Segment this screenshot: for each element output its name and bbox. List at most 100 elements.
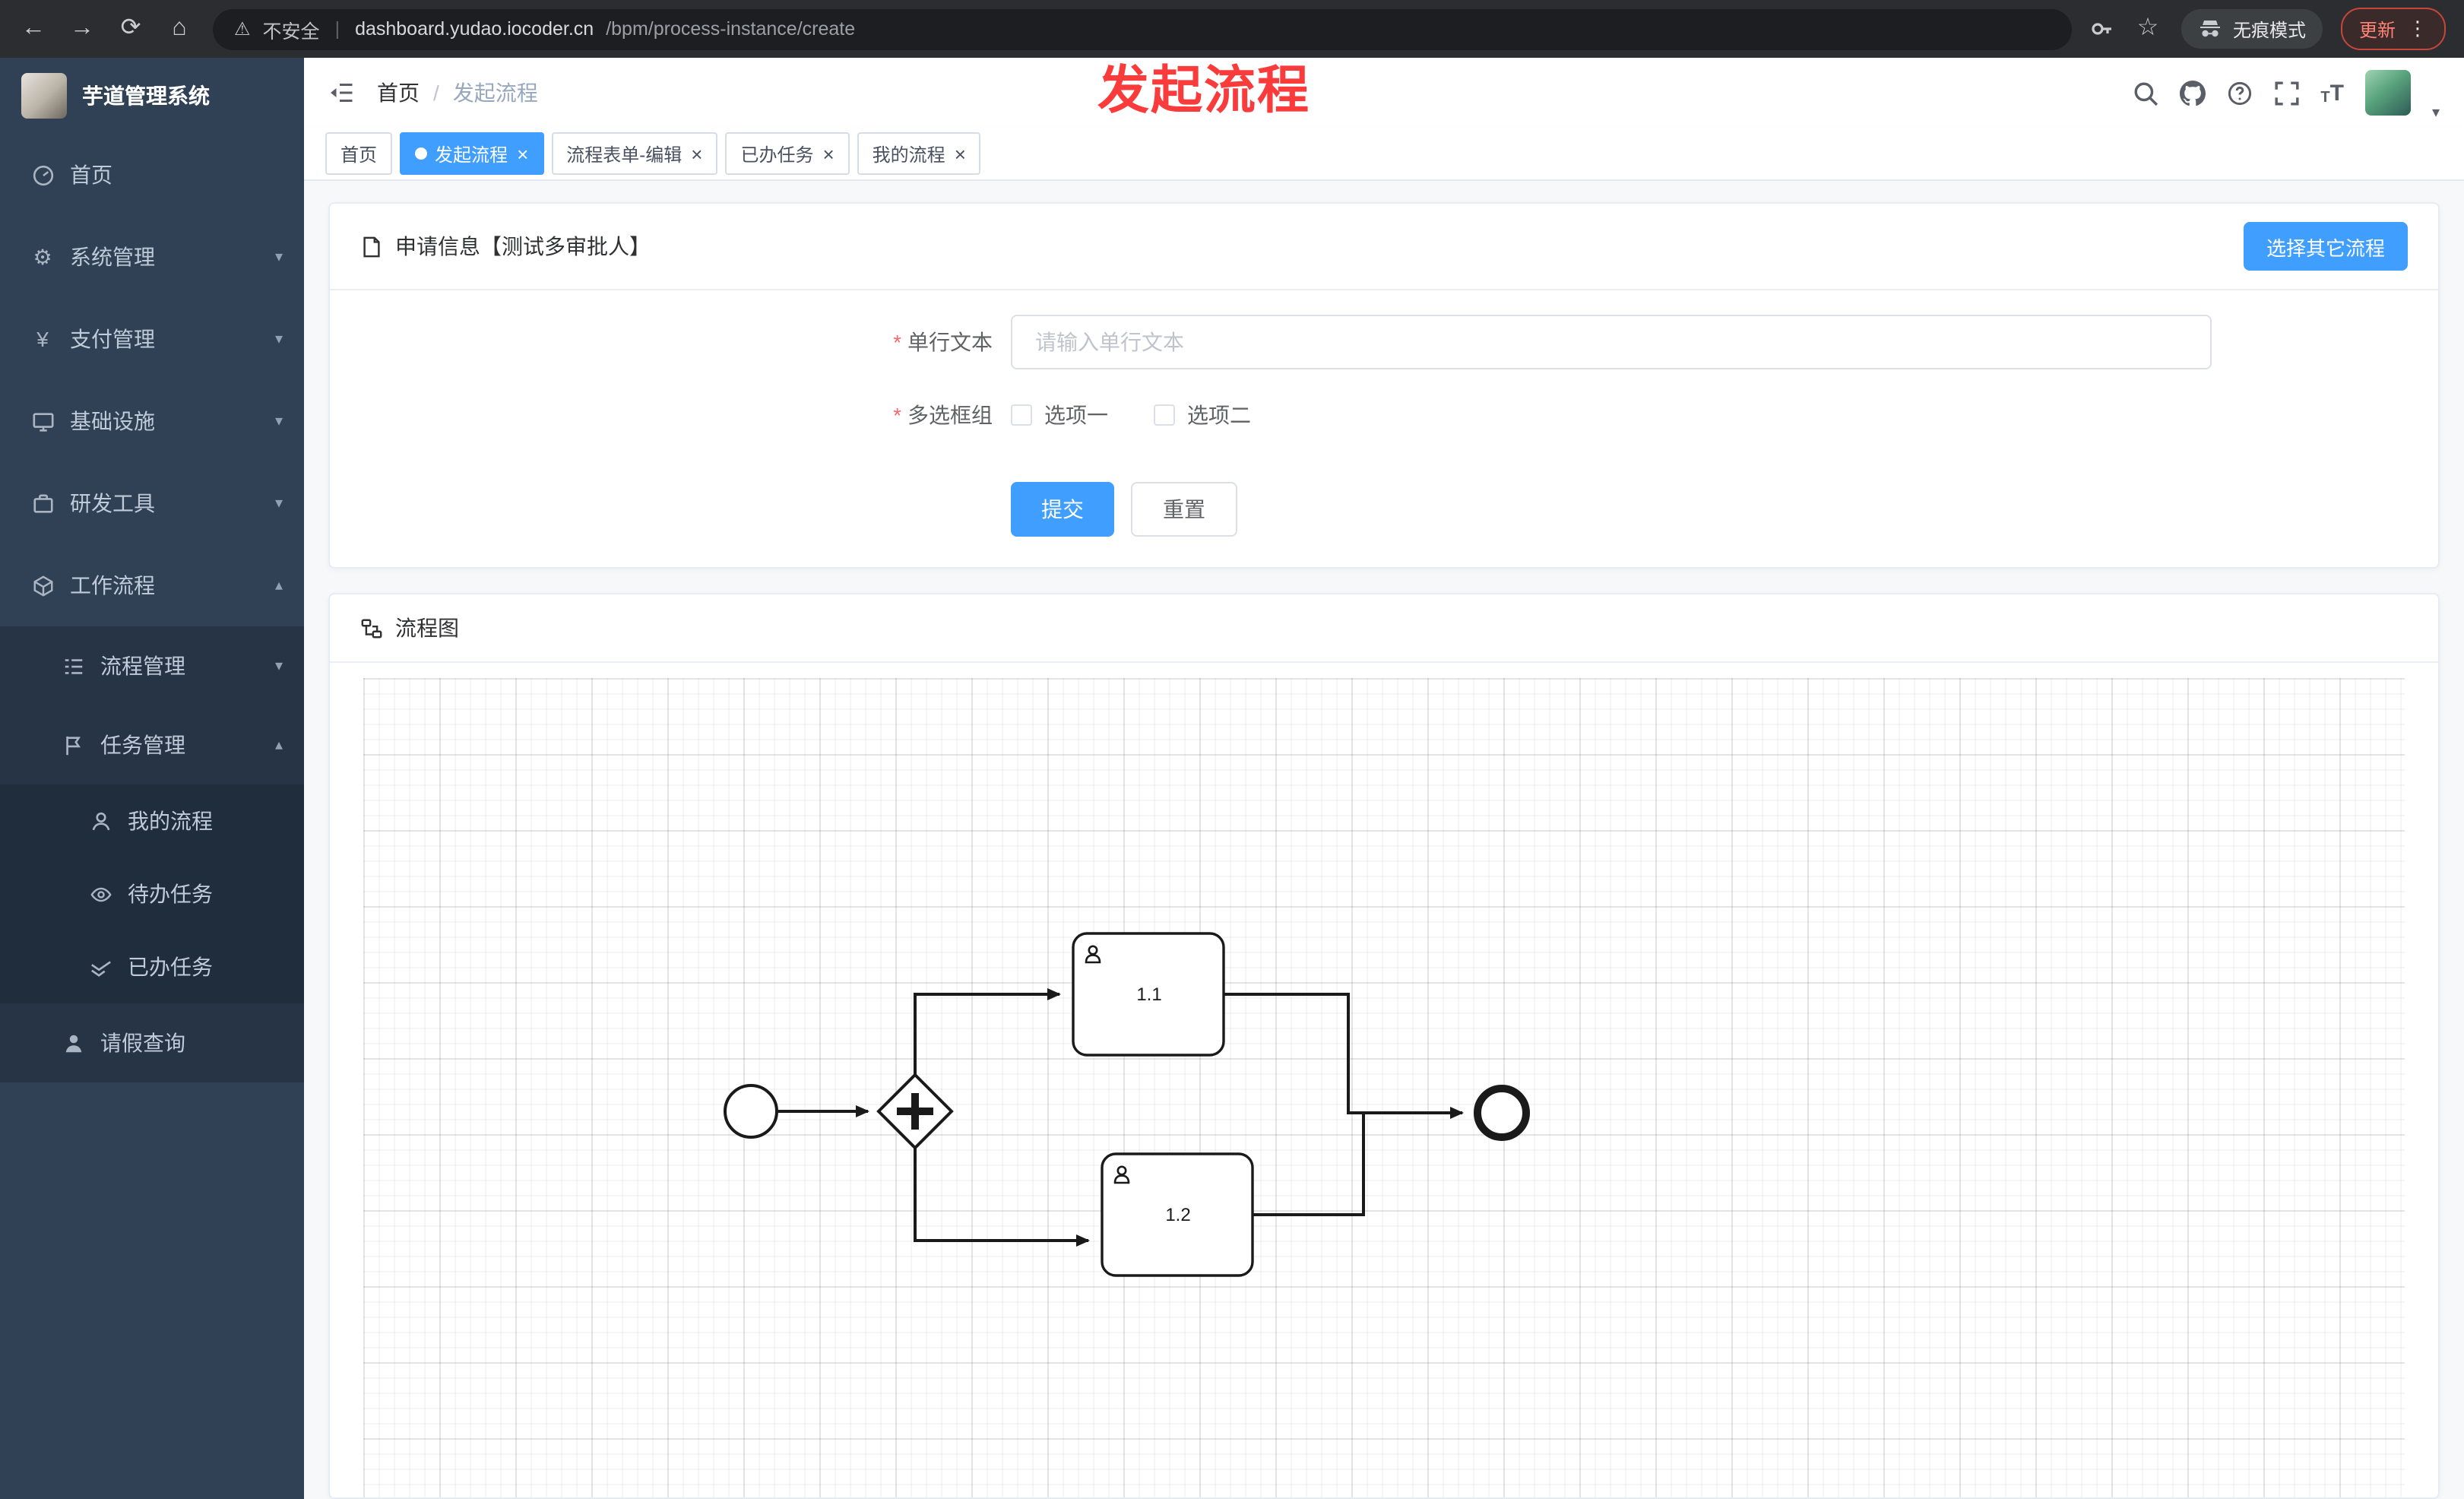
sidebar-item-process-management[interactable]: 流程管理 ▾ (0, 626, 304, 705)
sidebar-item-my-processes[interactable]: 我的流程 (0, 784, 304, 857)
tab-my-processes[interactable]: 我的流程 × (857, 132, 981, 175)
task-label: 1.2 (1165, 1205, 1190, 1225)
required-asterisk: * (893, 403, 901, 427)
checkbox-icon (1154, 404, 1175, 426)
list-icon (61, 654, 85, 678)
form-buttons-row: 提交 重置 (330, 482, 2438, 537)
tab-home[interactable]: 首页 (325, 132, 393, 175)
task-label: 1.1 (1136, 984, 1161, 1005)
apply-info-card-header: 申请信息【测试多审批人】 选择其它流程 (330, 204, 2438, 290)
security-label: 不安全 (262, 21, 320, 42)
breadcrumb-home[interactable]: 首页 (377, 81, 420, 105)
bpmn-user-task-2[interactable]: 1.2 (1101, 1152, 1254, 1277)
apply-form: *单行文本 *多选框组 选项一 (330, 290, 2438, 567)
sidebar-item-pending-tasks[interactable]: 待办任务 (0, 857, 304, 930)
user-task-icon (1085, 945, 1101, 964)
close-tab-icon[interactable]: × (822, 142, 835, 165)
breadcrumb: 首页 / 发起流程 (377, 78, 538, 108)
chevron-down-icon: ▾ (274, 249, 283, 265)
bpmn-end-event[interactable] (1474, 1085, 1530, 1141)
chevron-down-icon: ▾ (274, 413, 283, 429)
sidebar-item-system[interactable]: ⚙ 系统管理 ▾ (0, 216, 304, 298)
help-icon[interactable] (2226, 80, 2252, 106)
github-icon[interactable] (2179, 80, 2206, 106)
home-icon[interactable]: ⌂ (172, 15, 187, 41)
sidebar-item-dev-tools[interactable]: 研发工具 ▾ (0, 462, 304, 544)
workflow-submenu: 流程管理 ▾ 任务管理 ▴ 我的流程 待办任务 (0, 626, 304, 1082)
url-host: dashboard.yudao.iocoder.cn (355, 18, 594, 40)
single-line-text-input[interactable] (1011, 315, 2212, 369)
sidebar-item-task-management[interactable]: 任务管理 ▴ (0, 705, 304, 784)
apply-info-card: 申请信息【测试多审批人】 选择其它流程 *单行文本 *多选框组 (328, 202, 2440, 569)
logo-row[interactable]: 芋道管理系统 (0, 58, 304, 134)
tab-create-process[interactable]: 发起流程 × (400, 132, 544, 175)
search-icon[interactable] (2132, 80, 2158, 106)
checkbox-icon (1011, 404, 1032, 426)
sidebar-fold-icon[interactable] (328, 79, 356, 106)
chevron-down-icon: ▾ (274, 331, 283, 347)
bpmn-user-task-1[interactable]: 1.1 (1072, 932, 1225, 1057)
page-content: 申请信息【测试多审批人】 选择其它流程 *单行文本 *多选框组 (304, 181, 2464, 1499)
kebab-menu-icon[interactable]: ⋮ (2408, 17, 2428, 40)
gear-icon: ⚙ (33, 245, 52, 269)
process-diagram-header: 流程图 (330, 594, 2438, 663)
eye-icon (88, 882, 112, 906)
process-diagram-card: 流程图 (328, 593, 2440, 1499)
avatar-caret-icon[interactable]: ▾ (2431, 105, 2440, 122)
page-annotation: 发起流程 (1097, 62, 1310, 120)
submit-button[interactable]: 提交 (1011, 482, 1114, 537)
close-tab-icon[interactable]: × (517, 142, 529, 165)
flag-icon (61, 733, 85, 757)
sidebar-item-payment[interactable]: ¥ 支付管理 ▾ (0, 298, 304, 380)
yen-icon: ¥ (36, 327, 49, 351)
checkbox-group: 选项一 选项二 (1011, 400, 1251, 430)
text-field-label: *单行文本 (893, 330, 993, 354)
fullscreen-icon[interactable] (2273, 80, 2299, 106)
close-tab-icon[interactable]: × (691, 142, 703, 165)
back-icon[interactable]: ← (21, 15, 46, 41)
monitor-icon (30, 409, 55, 433)
sidebar-item-workflow[interactable]: 工作流程 ▴ (0, 544, 304, 626)
sidebar-item-leave-query[interactable]: 请假查询 (0, 1003, 304, 1082)
breadcrumb-separator: / (433, 81, 439, 105)
checkbox-option-1[interactable]: 选项一 (1011, 400, 1108, 430)
user-avatar[interactable] (2364, 70, 2411, 116)
incognito-label: 无痕模式 (2232, 19, 2306, 40)
checkbox-group-label: *多选框组 (893, 403, 993, 427)
sidebar: 芋道管理系统 首页 ⚙ 系统管理 ▾ ¥ 支付管理 ▾ (0, 58, 304, 1499)
tab-done-tasks[interactable]: 已办任务 × (725, 132, 850, 175)
briefcase-icon (30, 491, 55, 515)
password-key-icon[interactable] (2090, 17, 2114, 41)
bpmn-start-event[interactable] (724, 1084, 778, 1139)
forward-icon[interactable]: → (70, 15, 94, 41)
app-title: 芋道管理系统 (82, 84, 210, 108)
address-bar[interactable]: ⚠ 不安全 | dashboard.yudao.iocoder.cn/bpm/p… (213, 8, 2072, 49)
document-icon (360, 235, 383, 258)
close-tab-icon[interactable]: × (954, 142, 966, 165)
person-headset-icon (88, 809, 112, 833)
tab-process-form-edit[interactable]: 流程表单-编辑 × (551, 132, 718, 175)
bpmn-canvas[interactable]: 1.1 1.2 (363, 678, 2405, 1497)
bookmark-star-icon[interactable]: ☆ (2136, 15, 2159, 41)
bpmn-parallel-gateway[interactable] (876, 1073, 954, 1150)
checkbox-option-2[interactable]: 选项二 (1154, 400, 1251, 430)
url-path: /bpm/process-instance/create (606, 18, 856, 40)
cube-icon (30, 573, 55, 597)
choose-other-process-button[interactable]: 选择其它流程 (2243, 222, 2408, 271)
active-tab-dot (415, 147, 428, 160)
sidebar-item-done-tasks[interactable]: 已办任务 (0, 930, 304, 1003)
sidebar-item-infrastructure[interactable]: 基础设施 ▾ (0, 380, 304, 462)
user-task-icon (1113, 1165, 1130, 1184)
bpmn-diagram: 1.1 1.2 (724, 932, 1530, 1277)
reset-button[interactable]: 重置 (1131, 482, 1237, 537)
breadcrumb-current: 发起流程 (452, 81, 538, 105)
reload-icon[interactable]: ⟳ (120, 15, 141, 41)
checkbox-group-row: *多选框组 选项一 选项二 (330, 400, 2438, 430)
sidebar-item-home[interactable]: 首页 (0, 134, 304, 216)
browser-update-button[interactable]: 更新 ⋮ (2340, 8, 2446, 50)
